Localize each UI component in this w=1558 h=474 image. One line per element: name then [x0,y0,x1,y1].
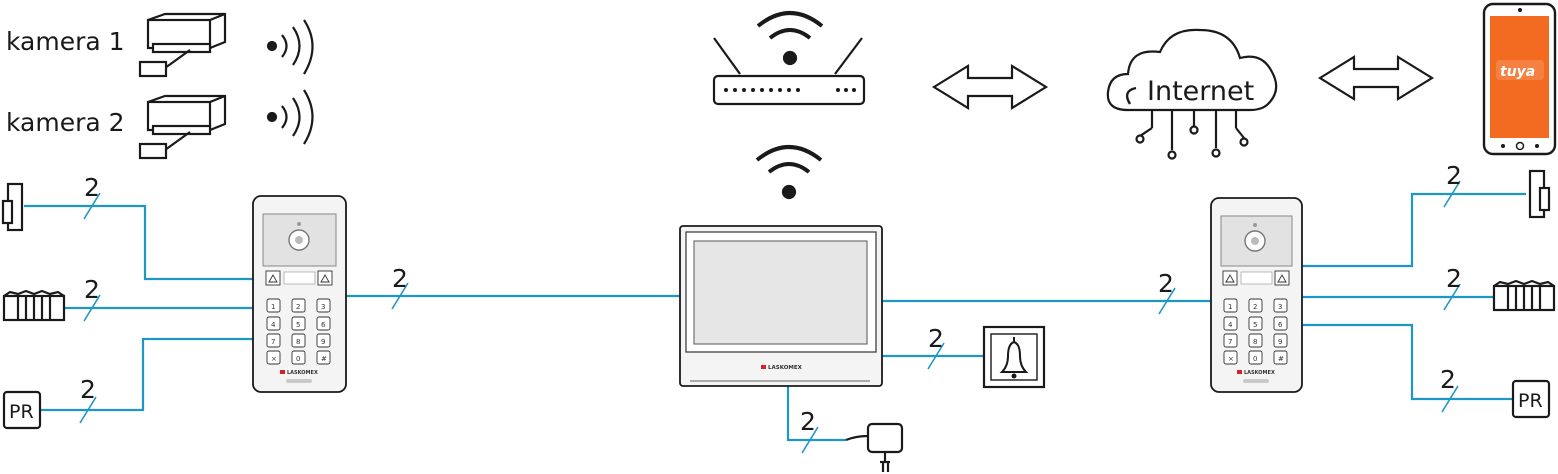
wire-pr-right [1302,323,1512,401]
wire-lock-right [1302,192,1526,268]
power-adapter-icon [845,422,904,472]
smartphone-icon [1482,2,1557,156]
keypad-key: 6 [321,321,326,329]
keypad-key: × [271,355,277,363]
keypad-key: 8 [296,338,300,346]
wire-count-label: 2 [84,173,100,202]
keypad-key: 2 [296,303,300,311]
pr-label: PR [1518,390,1543,412]
keypad-key: 3 [1278,303,1282,311]
keypad-key: 5 [296,321,300,329]
camera-2-label: kamera 2 [6,108,125,137]
keypad-key: 5 [1253,321,1257,329]
keypad-key: 4 [271,321,276,329]
wire-pr-left [40,337,253,412]
pr-relay-icon: PR [1511,379,1551,419]
wire-lock-left [24,204,253,281]
keypad-key: 1 [271,303,275,311]
gate-icon [2,289,66,322]
cloud-icon [1106,28,1278,160]
keypad-key: 0 [296,355,300,363]
keypad-key: # [1278,355,1284,363]
brand-label: LASKOMEX [768,365,803,371]
wifi-icon [756,11,824,66]
keypad-key: 4 [1228,321,1233,329]
keypad-key: 3 [321,303,325,311]
wifi-signal-icon [266,19,314,75]
brand-label: LASKOMEX [1244,370,1275,376]
keypad-key: 2 [1253,303,1257,311]
wire-count-label: 2 [80,375,96,404]
wire-monitor-power [786,386,846,442]
door-panel-right: 1 2 3 4 5 6 7 8 9 × 0 # LASKOMEX [1210,197,1303,393]
wire-count-label: 2 [1446,161,1462,190]
keypad: 1 2 3 4 5 6 7 8 9 × 0 # [266,298,331,365]
bell-icon [982,325,1046,389]
wifi-signal-icon [266,89,314,145]
tuya-app-label: tuya [1500,64,1535,80]
keypad-key: × [1228,355,1234,363]
wire-count-label: 2 [800,407,816,436]
bidirectional-arrow-icon [1317,55,1435,101]
keypad-key: 7 [1228,338,1232,346]
keypad-key: 7 [271,338,275,346]
internet-label: Internet [1147,76,1254,107]
wire-count-label: 2 [1440,365,1456,394]
pr-label: PR [9,401,34,423]
wire-count-label: 2 [84,275,100,304]
electric-lock-icon [1528,169,1551,219]
door-panel-left: 1 2 3 4 5 6 7 8 9 × 0 # LASKOMEX [252,195,347,393]
keypad-key: # [321,355,327,363]
wifi-icon [755,145,823,200]
wire-count-label: 2 [1158,269,1174,298]
wire-count-label: 2 [1446,264,1462,293]
keypad-key: 1 [1228,303,1232,311]
monitor-icon: LASKOMEX [679,225,883,387]
pr-relay-icon: PR [2,390,42,430]
camera-1-label: kamera 1 [6,27,125,56]
bidirectional-arrow-icon [931,64,1049,110]
brand-label: LASKOMEX [287,370,318,376]
keypad-key: 9 [1278,338,1282,346]
wire-count-marks [79,180,1461,454]
gate-icon [1492,279,1556,312]
wire-count-label: 2 [392,264,408,293]
camera-1-icon [138,12,227,78]
router-icon [712,37,866,106]
keypad-key: 0 [1253,355,1257,363]
keypad: 1 2 3 4 5 6 7 8 9 × 0 # [1223,298,1288,365]
keypad-key: 6 [1278,321,1283,329]
keypad-key: 9 [321,338,325,346]
electric-lock-icon [1,182,24,232]
camera-2-icon [138,94,227,160]
wire-count-label: 2 [928,324,944,353]
keypad-key: 8 [1253,338,1257,346]
